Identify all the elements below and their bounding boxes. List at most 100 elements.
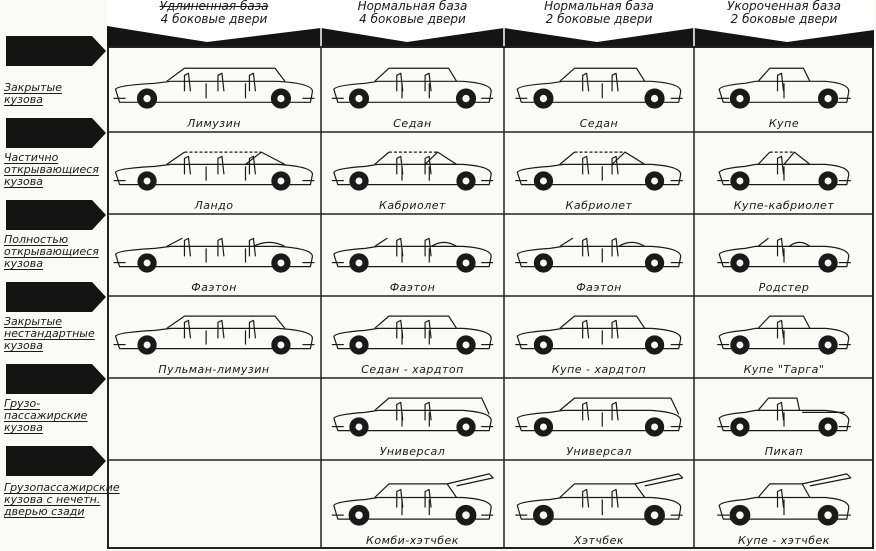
row-label-6: Грузопассажирские кузова с нечетн. дверь… [4,481,120,518]
car-illustration [331,67,494,109]
column-header-1-line2: 4 боковые двери [160,12,268,26]
car-drawing [717,151,851,191]
car-drawing [331,151,494,191]
column-header-4: Укороченная база 2 боковые двери [694,0,874,46]
body-type-label: Купе - хардтоп [551,363,647,376]
body-type-label: Пульман-лимузин [158,363,270,376]
car-drawing [717,315,851,355]
car-illustration [113,151,315,191]
car-drawing [331,315,494,355]
row-tab-3 [6,200,106,230]
row-label-3: Полностью открывающиеся кузова [4,234,104,270]
row-label-4-line2: нестандартные [4,327,95,340]
car-illustration [331,237,494,273]
car-drawing [331,237,494,273]
car-drawing [113,67,315,109]
car-illustration [515,397,683,437]
column-header-3: Нормальная база 2 боковые двери [504,0,694,46]
body-type-cell: Седан [504,46,694,132]
body-type-label: Универсал [379,445,446,458]
row-label-3-line1: Полностью [4,233,69,246]
body-type-cell: Универсал [321,378,504,460]
body-type-cell: Универсал [504,378,694,460]
row-tab-1 [6,36,106,66]
row-tab-4 [6,282,106,312]
row-label-5: Грузо- пассажирские кузова [4,398,104,434]
body-type-label: Комби-хэтчбек [366,534,459,547]
row-label-1-line1: Закрытые [4,81,62,94]
car-illustration [717,151,851,191]
row-label-2-line2: открывающиеся [4,163,99,176]
car-illustration [717,67,851,109]
row-label-2-line3: кузова [4,175,43,188]
car-drawing [515,473,684,526]
car-illustration [113,237,315,273]
row-label-2: Частично открывающиеся кузова [4,152,104,188]
row-label-4: Закрытые нестандартные кузова [4,316,104,352]
car-drawing [515,237,683,273]
car-illustration [331,473,494,526]
car-illustration [717,237,851,273]
body-type-label: Фаэтон [576,281,622,294]
body-type-cell: Седан - хардтоп [321,296,504,378]
body-type-label: Седан - хардтоп [361,363,464,376]
column-header-2-line1: Нормальная база [357,0,468,13]
body-type-label: Фаэтон [389,281,436,294]
car-illustration [331,151,494,191]
body-type-cell: Купе [694,46,874,132]
body-type-label: Седан [579,117,619,130]
car-drawing [331,473,494,526]
car-illustration [515,151,683,191]
car-illustration [717,473,852,526]
car-illustration [515,473,684,526]
row-label-6-line3: дверью сзади [4,505,85,518]
body-type-label: Универсал [566,445,632,458]
body-type-label: Купе-кабриолет [733,199,835,212]
body-type-cell: Ландо [107,132,321,214]
row-label-6-line1: Грузопассажирские [4,481,120,494]
body-type-label: Купе - хэтчбек [738,534,830,547]
body-type-cell: Хэтчбек [504,460,694,549]
car-illustration [717,315,851,355]
row-label-5-line2: пассажирские [4,409,88,422]
body-type-cell: Седан [321,46,504,132]
body-type-label: Купе [768,117,800,130]
car-drawing [515,397,683,437]
body-type-cell: Купе-кабриолет [694,132,874,214]
car-drawing [717,473,852,526]
row-label-3-line2: открывающиеся [4,245,99,258]
car-drawing [515,67,683,109]
car-illustration [331,397,494,437]
body-type-cell: Купе - хэтчбек [694,460,874,549]
row-label-5-line3: кузова [4,421,43,434]
body-type-cell: Фаэтон [107,214,321,296]
body-type-cell: Пикап [694,378,874,460]
body-type-cell: Фаэтон [321,214,504,296]
body-type-label: Родстер [758,281,810,294]
column-header-1: Удлиненная база 4 боковые двери [107,0,321,46]
row-label-3-line3: кузова [4,257,43,270]
body-type-cell: Лимузин [107,46,321,132]
car-illustration [515,315,683,355]
car-drawing [113,315,315,355]
column-header-2-line2: 4 боковые двери [359,12,466,26]
car-drawing [717,67,851,109]
row-label-5-line1: Грузо- [4,397,41,410]
car-illustration [113,315,315,355]
body-type-cell: Купе - хардтоп [504,296,694,378]
car-illustration [515,237,683,273]
car-illustration [113,67,315,109]
body-type-cell: Пульман-лимузин [107,296,321,378]
body-type-label: Хэтчбек [573,534,625,547]
column-header-2: Нормальная база 4 боковые двери [321,0,504,46]
body-type-cell: Комби-хэтчбек [321,460,504,549]
column-header-3-line2: 2 боковые двери [545,12,653,26]
column-header-3-line1: Нормальная база [544,0,654,13]
body-type-label: Ландо [194,199,234,212]
body-type-cell: Родстер [694,214,874,296]
row-tab-6 [6,446,106,476]
row-tab-5 [6,364,106,394]
car-drawing [515,315,683,355]
row-label-4-line3: кузова [4,339,43,352]
